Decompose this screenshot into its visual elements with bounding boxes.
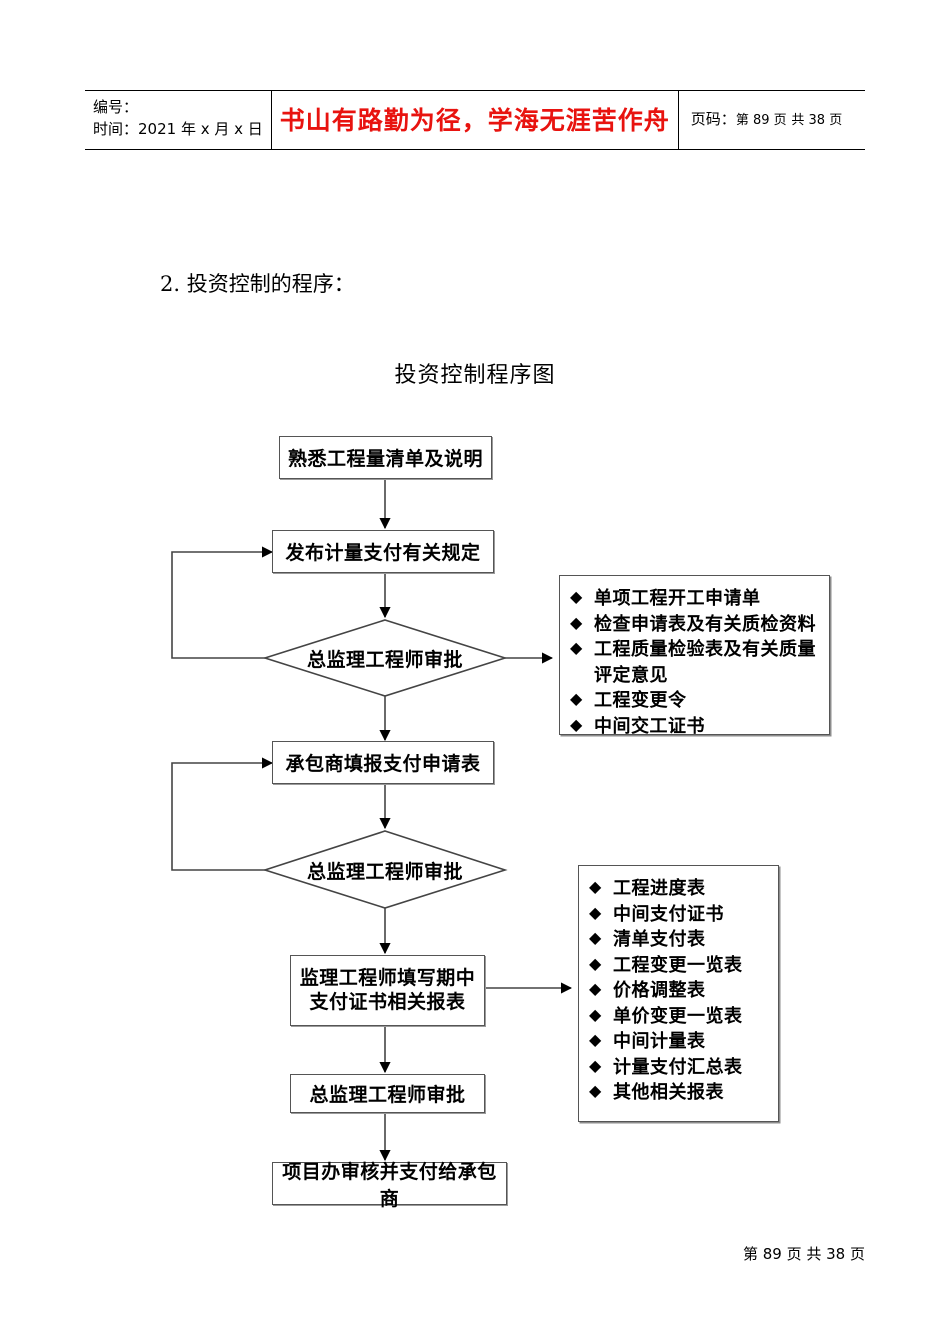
diamond-bullet-icon: ◆: [570, 587, 583, 606]
header-time-label: 时间：2021 年 x 月 x 日: [93, 119, 263, 138]
header-page-current: 第 89 页: [735, 113, 787, 129]
corner-marker-bottom-left: [566, 719, 575, 728]
diamond-bullet-icon: ◆: [570, 714, 583, 734]
list-item: ◆ 中间交工证书: [570, 714, 821, 740]
document-header-table: 编号： 时间：2021 年 x 月 x 日 书山有路勤为径，学海无涯苦作舟 页码…: [85, 90, 865, 150]
list-item: ◆ 其他相关报表: [589, 1080, 770, 1106]
list-item: ◆ 工程进度表: [589, 876, 770, 902]
list-item: ◆ 工程质量检验表及有关质量 评定意见: [570, 637, 821, 688]
header-cell-meta: 编号： 时间：2021 年 x 月 x 日: [85, 91, 272, 149]
connector-d1-feedback-n2: [171, 546, 274, 659]
diamond-bullet-icon: ◆: [589, 979, 602, 999]
decision-diamond-1: [262, 619, 508, 697]
corner-marker-top-left: [585, 872, 594, 881]
list-item-label: 计量支付汇总表: [613, 1056, 743, 1078]
list-item: ◆ 单项工程开工申请单: [570, 586, 821, 612]
list-item: ◆ 单价变更一览表: [589, 1004, 770, 1030]
list-item-label: 价格调整表: [613, 980, 706, 1002]
process-box-project-office-pay-contractor[interactable]: 项目办审核并支付给承包商: [272, 1161, 507, 1210]
connector-d2-feedback-n3: [171, 757, 274, 871]
figure-title: 投资控制程序图: [394, 363, 556, 388]
header-page-prefix: 页码：: [690, 110, 736, 129]
header-id-label: 编号：: [93, 98, 139, 116]
list-item: ◆ 检查申请表及有关质检资料: [570, 612, 821, 638]
process-box-engineer-interim-certificate[interactable]: 监理工程师填写期中 支付证书相关报表: [290, 955, 485, 1026]
list-item-label: 工程质量检验表及有关质量 评定意见: [594, 639, 816, 686]
footer-page-number: 第 89 页 共 38 页: [742, 1245, 865, 1263]
corner-marker-bottom-left: [585, 1106, 594, 1115]
list-item: ◆ 价格调整表: [589, 978, 770, 1004]
list-item-label: 清单支付表: [613, 929, 706, 951]
list-item-label: 中间支付证书: [613, 903, 724, 925]
header-cell-pagination: 页码：第 89 页 共 38 页: [679, 91, 865, 149]
corner-marker-bottom-right: [814, 719, 823, 728]
process-box-chief-approval-final[interactable]: 总监理工程师审批: [290, 1074, 485, 1113]
corner-marker-top-right: [814, 582, 823, 591]
diamond-bullet-icon: ◆: [570, 612, 583, 632]
header-page-info: 页码：第 89 页 共 38 页: [691, 108, 857, 129]
corner-marker-top-right: [763, 872, 772, 881]
list-item: ◆ 清单支付表: [589, 927, 770, 953]
output-list-1: ◆ 单项工程开工申请单 ◆ 检查申请表及有关质检资料 ◆ 工程质量检验表及有关质量 评定意…: [570, 586, 821, 739]
diamond-bullet-icon: ◆: [589, 877, 602, 896]
diamond-bullet-icon: ◆: [589, 1030, 602, 1050]
header-page-total: 共 38 页: [791, 113, 843, 129]
diamond-bullet-icon: ◆: [589, 1081, 602, 1101]
diamond-bullet-icon: ◆: [570, 638, 583, 658]
decision-diamond-2: [262, 830, 508, 909]
list-item-label: 单项工程开工申请单: [594, 588, 761, 609]
corner-marker-top-left: [566, 582, 575, 591]
output-list-box-payment-reports: ◆ 工程进度表 ◆ 中间支付证书 ◆ 清单支付表 ◆ 工程变更一览表 ◆ 价格调整表 ◆ 单价变更一览…: [578, 865, 779, 1122]
list-item-label: 工程变更令: [594, 690, 687, 712]
diamond-bullet-icon: ◆: [589, 1055, 602, 1075]
output-list-box-approval-documents: ◆ 单项工程开工申请单 ◆ 检查申请表及有关质检资料 ◆ 工程质量检验表及有关质量 评定意…: [559, 575, 830, 737]
list-item-label: 其他相关报表: [613, 1082, 724, 1104]
header-slogan: 书山有路勤为径，学海无涯苦作舟: [279, 105, 670, 135]
process-box-contractor-payment-application[interactable]: 承包商填报支付申请表: [272, 741, 494, 784]
diamond-bullet-icon: ◆: [570, 689, 583, 709]
list-item-label: 中间交工证书: [594, 715, 705, 737]
list-item-label: 检查申请表及有关质检资料: [594, 613, 816, 635]
list-item: ◆ 中间计量表: [589, 1029, 770, 1055]
list-item: ◆ 工程变更令: [570, 688, 821, 714]
output-list-2: ◆ 工程进度表 ◆ 中间支付证书 ◆ 清单支付表 ◆ 工程变更一览表 ◆ 价格调整表 ◆ 单价变更一览…: [589, 876, 770, 1106]
list-item: ◆ 计量支付汇总表: [589, 1055, 770, 1081]
process-box-familiarize-boq[interactable]: 熟悉工程量清单及说明: [279, 436, 492, 479]
list-item-label: 工程变更一览表: [613, 954, 743, 976]
process-box-issue-payment-rules[interactable]: 发布计量支付有关规定: [272, 530, 494, 573]
header-cell-slogan: 书山有路勤为径，学海无涯苦作舟: [272, 91, 679, 149]
corner-marker-bottom-right: [763, 1106, 772, 1115]
list-item-label: 工程进度表: [613, 878, 706, 899]
diamond-bullet-icon: ◆: [589, 1004, 602, 1024]
diamond-bullet-icon: ◆: [589, 953, 602, 973]
list-item-label: 中间计量表: [613, 1031, 706, 1053]
list-item: ◆ 中间支付证书: [589, 902, 770, 928]
diamond-bullet-icon: ◆: [589, 928, 602, 948]
list-item-label: 单价变更一览表: [613, 1005, 743, 1027]
list-item: ◆ 工程变更一览表: [589, 953, 770, 979]
diamond-bullet-icon: ◆: [589, 902, 602, 922]
section-heading: 2. 投资控制的程序：: [160, 272, 355, 296]
